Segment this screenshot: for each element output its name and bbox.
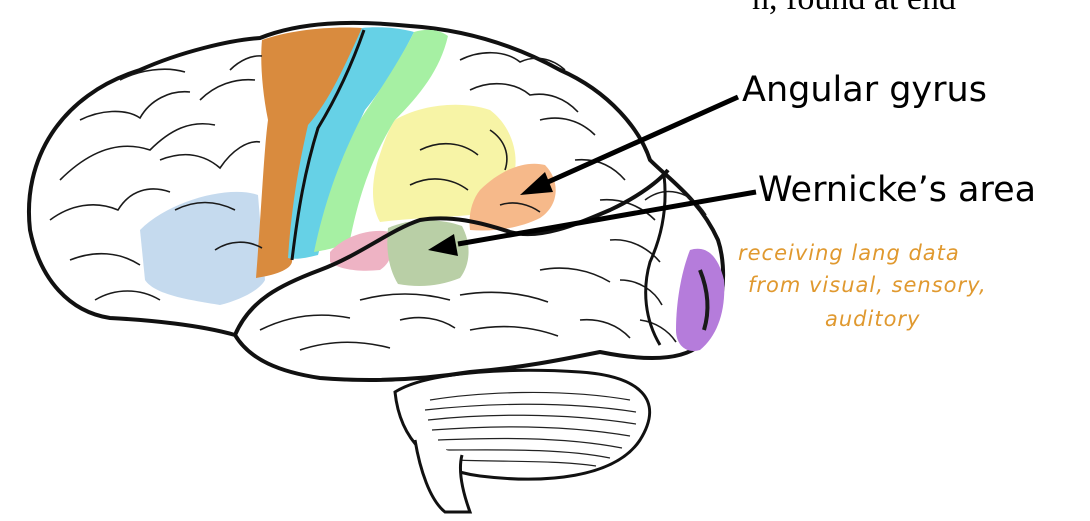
angular-gyrus-label: Angular gyrus [742,70,987,110]
parietal-green-region [314,29,448,253]
sensory-cortex-region [288,27,414,259]
wernickes-area-region [387,220,469,286]
temporal-lobe-lines [259,267,631,351]
angular-gyrus-region [469,163,556,231]
wernickes-area-arrowhead [428,234,458,256]
visual-cortex-region [676,248,725,351]
major-fissures [233,29,670,346]
angular-gyrus-arrow [546,94,740,185]
wernickes-area-arrow [457,189,757,247]
angular-gyrus-arrowhead [520,172,553,195]
motor-cortex-region [256,27,362,278]
top-note-text: n, found at end [752,0,956,18]
handwritten-note-line-1: receiving lang data [738,241,960,265]
prefrontal-region [140,191,265,305]
gyri-lines [49,51,710,343]
wernickes-area-label: Wernicke’s area [758,170,1037,210]
handwritten-note-line-3: auditory [825,307,921,331]
handwritten-note-line-2: from visual, sensory, [748,273,987,297]
brain-stem [413,439,473,514]
arrows [428,94,757,256]
